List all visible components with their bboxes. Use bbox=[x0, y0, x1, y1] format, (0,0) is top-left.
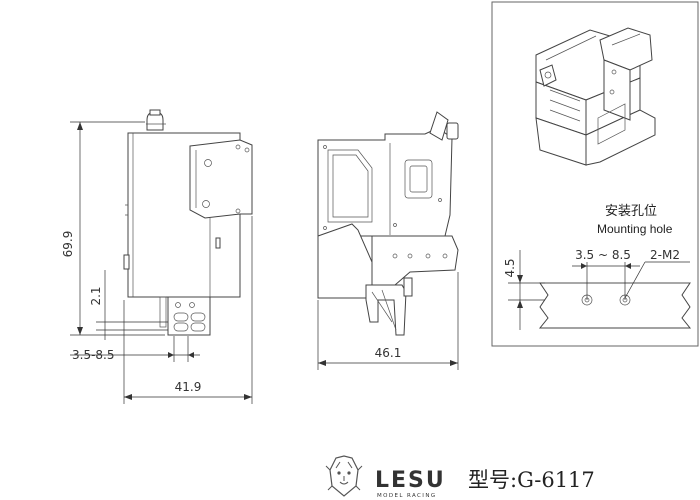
dim-width-bottom: 41.9 bbox=[175, 380, 202, 394]
front-dimensions bbox=[70, 121, 253, 404]
model-label: 型号:G-6117 bbox=[468, 468, 595, 492]
brand-name: LESU bbox=[375, 468, 446, 493]
side-dimensions bbox=[317, 272, 459, 370]
mounting-hole-detail bbox=[508, 250, 692, 330]
lesu-lion-logo bbox=[325, 455, 363, 497]
side-view bbox=[317, 111, 459, 336]
dim-height-small: 2.1 bbox=[89, 286, 103, 305]
dim-width-side: 46.1 bbox=[375, 346, 402, 360]
mounting-hole-label-en: Mounting hole bbox=[597, 222, 673, 236]
inset-frame bbox=[491, 1, 699, 347]
dim-thread: 2-M2 bbox=[650, 248, 680, 262]
dim-height-total: 69.9 bbox=[61, 231, 75, 258]
dim-height-hole: 4.5 bbox=[503, 258, 517, 277]
dim-hole-range-left: 3.5-8.5 bbox=[72, 348, 115, 362]
mounting-hole-label-cn: 安装孔位 bbox=[605, 204, 657, 219]
brand-subtitle: MODEL RACING bbox=[377, 493, 437, 499]
isometric-view bbox=[535, 27, 656, 166]
dim-hole-range: 3.5 ~ 8.5 bbox=[575, 248, 631, 262]
front-view bbox=[123, 109, 253, 336]
